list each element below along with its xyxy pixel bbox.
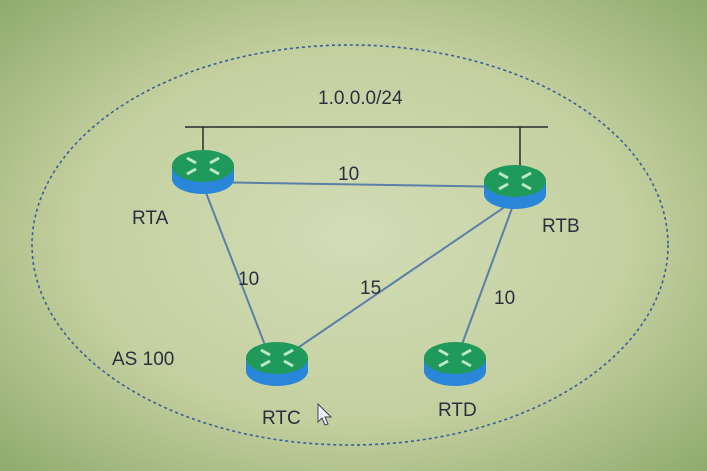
- link-rta-rtb: [202, 181, 516, 188]
- router-label-rta: RTA: [132, 208, 169, 229]
- link-rta-rtc: [202, 184, 271, 359]
- mouse-cursor-icon: [317, 402, 333, 426]
- cost-rta-rtc: 10: [238, 269, 259, 290]
- link-rtb-rtc: [279, 199, 516, 361]
- cost-rtb-rtd: 10: [494, 288, 515, 309]
- link-rtb-rtd: [456, 199, 516, 359]
- router-icon-rtd: [424, 342, 486, 386]
- router-label-rtb: RTB: [542, 216, 580, 237]
- as-label: AS 100: [112, 349, 174, 370]
- router-icon-rtc: [246, 342, 308, 386]
- router-label-rtd: RTD: [438, 400, 477, 421]
- router-icon-rtb: [484, 165, 546, 209]
- cost-rtb-rtc: 15: [360, 278, 381, 299]
- subnet-bus: [185, 126, 548, 172]
- subnet-label: 1.0.0.0/24: [318, 88, 403, 109]
- cost-rta-rtb: 10: [338, 164, 359, 185]
- router-icon-rta: [172, 150, 234, 194]
- as-boundary: [31, 44, 669, 446]
- router-label-rtc: RTC: [262, 408, 301, 429]
